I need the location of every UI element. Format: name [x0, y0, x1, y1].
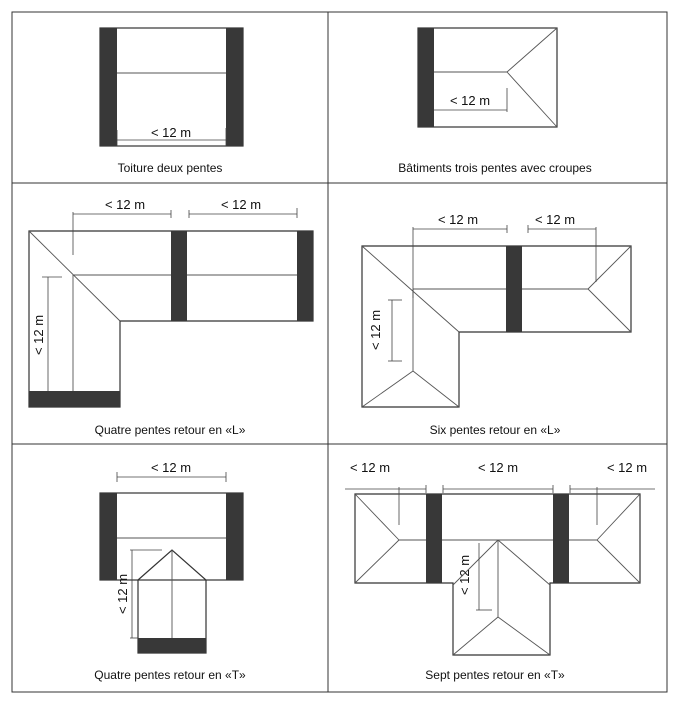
dimension-label: < 12 m [151, 460, 191, 475]
dimension-label: < 12 m [115, 574, 130, 614]
dimension-label: < 12 m [438, 212, 478, 227]
dimension-label: < 12 m [478, 460, 518, 475]
dimension-label: < 12 m [105, 197, 145, 212]
caption: Toiture deux pentes [118, 161, 223, 175]
dimension-label: < 12 m [607, 460, 647, 475]
gable-wall [226, 28, 243, 146]
gable-wall [100, 493, 117, 580]
cell-six-slopes-L: < 12 m < 12 m < 12 m Six pentes retour e… [361, 212, 632, 437]
caption: Six pentes retour en «L» [430, 423, 561, 437]
caption: Sept pentes retour en «T» [425, 668, 565, 682]
cell-four-slopes-T: < 12 m < 12 m Quatre pentes retour en «T… [94, 460, 246, 682]
gable-wall [506, 246, 522, 332]
cell-three-slopes: < 12 m Bâtiments trois pentes avec croup… [398, 27, 592, 175]
gable-wall [297, 231, 313, 321]
gable-wall [418, 28, 434, 127]
dimension-label: < 12 m [450, 93, 490, 108]
gable-wall [100, 28, 117, 146]
dimension-label: < 12 m [350, 460, 390, 475]
gable-wall [553, 494, 569, 583]
dimension-label: < 12 m [31, 315, 46, 355]
caption: Bâtiments trois pentes avec croupes [398, 161, 591, 175]
dimension-label: < 12 m [535, 212, 575, 227]
dimension-label: < 12 m [457, 555, 472, 595]
gable-wall [171, 231, 187, 321]
cell-seven-slopes-T: < 12 m < 12 m < 12 m < 12 m Sept pentes … [345, 460, 655, 682]
dimension-label: < 12 m [368, 310, 383, 350]
dimension-label: < 12 m [151, 125, 191, 140]
caption: Quatre pentes retour en «L» [95, 423, 246, 437]
dimension-label: < 12 m [221, 197, 261, 212]
caption: Quatre pentes retour en «T» [94, 668, 246, 682]
gable-wall [138, 638, 206, 653]
cell-two-slopes: < 12 m Toiture deux pentes [99, 27, 244, 175]
gable-wall [29, 391, 120, 407]
table-grid [11, 11, 668, 693]
gable-wall [226, 493, 243, 580]
cell-four-slopes-L: < 12 m < 12 m < 12 m Quatre pentes retou… [28, 197, 314, 437]
gable-wall [426, 494, 442, 583]
